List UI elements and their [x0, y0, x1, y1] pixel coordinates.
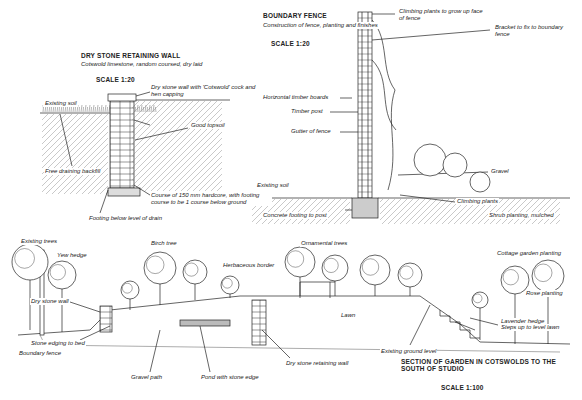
- sheet-title: SECTION OF GARDEN IN COTSWOLDS TO THE SO…: [400, 358, 572, 372]
- section-heading: BOUNDARY FENCE: [262, 12, 328, 19]
- annotation-note: Free draining backfill: [44, 168, 101, 175]
- annotation-note: Existing soil: [44, 100, 78, 107]
- annotation-note: Cottage garden planting: [496, 250, 562, 257]
- annotation-note: Concrete footing to post: [262, 212, 328, 219]
- annotation-note: Climbing plants: [456, 198, 499, 205]
- annotation-note: Horizontal timber boards: [262, 94, 329, 101]
- annotation-note: Existing trees: [20, 238, 58, 245]
- section-heading: SCALE 1:20: [270, 40, 311, 47]
- annotation-note: Boundary fence: [18, 350, 62, 357]
- annotation-note: Dry stone wall: [30, 298, 70, 305]
- annotation-note: Cotswold limestone, random coursed, dry …: [80, 61, 203, 68]
- annotation-note: Steps up to level lawn: [500, 324, 560, 331]
- section-heading: SCALE 1:20: [95, 76, 136, 83]
- section-heading: DRY STONE RETAINING WALL: [80, 52, 182, 59]
- annotation-note: Shrub planting, mulched: [488, 212, 555, 219]
- annotation-note: Gutter of fence: [290, 128, 332, 135]
- annotation-note: Herbaceous border: [222, 262, 275, 269]
- annotation-note: Dry stone retaining wall: [285, 360, 349, 367]
- annotation-note: Construction of fence, planting and fini…: [262, 22, 379, 29]
- annotation-note: Climbing plants to grow up face of fence: [398, 8, 490, 22]
- annotation-note: Birch tree: [150, 240, 178, 247]
- annotation-note: Footing below level of drain: [88, 215, 163, 222]
- annotation-note: Dry stone wall with 'Cotswold' cock and …: [150, 84, 262, 98]
- annotation-note: Ornamental trees: [300, 240, 348, 247]
- annotation-note: Gravel: [490, 168, 510, 175]
- annotation-note: Good topsoil: [190, 122, 226, 129]
- annotation-note: Lawn: [340, 312, 356, 319]
- annotation-note: Course of 150 mm hardcore, with footing …: [150, 192, 272, 206]
- annotation-note: Existing soil: [256, 182, 290, 189]
- annotation-note: Existing ground level: [380, 348, 437, 355]
- annotation-note: Rose planting: [525, 290, 564, 297]
- annotation-note: Stone edging to bed: [30, 340, 86, 347]
- section-heading: SCALE 1:100: [440, 384, 485, 391]
- annotation-note: Timber post: [290, 108, 324, 115]
- annotation-note: Pond with stone edge: [200, 374, 260, 381]
- annotation-note: Bracket to fix to boundary fence: [494, 24, 574, 38]
- annotation-note: Gravel path: [130, 374, 163, 381]
- annotation-note: Yew hedge: [56, 252, 88, 259]
